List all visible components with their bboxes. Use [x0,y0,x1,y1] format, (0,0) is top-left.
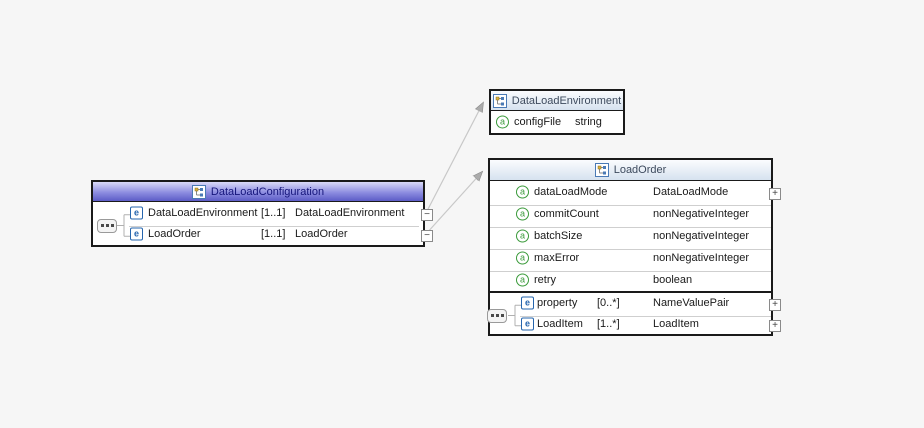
attributes-elements-divider [490,291,771,293]
row-separator [520,315,771,317]
attribute-icon: a [496,115,509,129]
element-icon: e [521,317,534,331]
element-row-load-item[interactable]: e LoadItem [1..*] LoadItem [490,314,771,335]
attribute-icon: a [516,207,529,221]
expand-button-load-item[interactable]: + [769,319,781,332]
box-load-order[interactable]: LoadOrder a dataLoadMode DataLoadMode a … [487,158,781,336]
attribute-type: nonNegativeInteger [653,208,750,220]
collapse-button-load-order[interactable]: − [421,230,433,242]
element-cardinality: [1..1] [261,228,286,241]
element-type: LoadOrder [295,228,348,241]
element-name: property [537,297,578,310]
row-separator [490,227,771,228]
attribute-name: maxError [534,252,580,264]
attribute-name: retry [534,274,556,286]
box-title: DataLoadConfiguration [210,185,325,198]
row-separator [129,225,419,227]
sequence-ooo-icon[interactable] [97,218,117,233]
element-row-data-load-environment[interactable]: e DataLoadEnvironment [1..1] DataLoadEnv… [93,202,423,224]
sequence-ooo-icon[interactable] [487,308,507,323]
attribute-name: commitCount [534,208,599,220]
element-cardinality: [1..*] [597,317,620,330]
attribute-row-batch-size[interactable]: a batchSize nonNegativeInteger [490,225,771,247]
attribute-icon: a [516,273,529,287]
expand-button-data-load-mode[interactable]: + [769,188,781,200]
attribute-type: nonNegativeInteger [653,230,750,242]
attribute-type: nonNegativeInteger [653,252,750,264]
element-type: NameValuePair [653,297,730,310]
element-row-load-order[interactable]: e LoadOrder [1..1] LoadOrder [93,224,423,246]
element-name: LoadOrder [148,228,201,241]
complex-type-icon [191,184,206,199]
attribute-row-retry[interactable]: a retry boolean [490,269,771,291]
element-name: LoadItem [537,317,583,330]
expand-button-property[interactable]: + [769,299,781,311]
row-separator [490,205,771,206]
attribute-name: dataLoadMode [534,186,608,198]
attribute-type: boolean [653,274,693,286]
complex-type-icon [492,93,507,108]
box-header-data-load-environment[interactable]: DataLoadEnvironment [491,91,623,111]
box-data-load-configuration[interactable]: DataLoadConfiguration e DataLoadEnvironm… [91,180,433,247]
attribute-type: string [575,116,602,128]
attribute-row-config-file[interactable]: a configFile string [491,111,623,133]
element-name: DataLoadEnvironment [148,206,258,219]
box-header-data-load-configuration[interactable]: DataLoadConfiguration [93,182,423,202]
element-type: LoadItem [653,317,699,330]
element-row-property[interactable]: e property [0..*] NameValuePair [490,293,771,314]
box-header-load-order[interactable]: LoadOrder [490,160,771,181]
collapse-button-data-load-environment[interactable]: − [421,208,433,221]
element-icon: e [130,227,143,241]
attribute-name: configFile [514,116,562,128]
attribute-row-commit-count[interactable]: a commitCount nonNegativeInteger [490,203,771,225]
attribute-icon: a [516,229,529,243]
row-separator [490,249,771,250]
attribute-icon: a [516,185,529,199]
box-data-load-environment[interactable]: DataLoadEnvironment a configFile string [489,89,625,135]
attribute-row-max-error[interactable]: a maxError nonNegativeInteger [490,247,771,269]
element-type: DataLoadEnvironment [295,206,405,219]
box-title: DataLoadEnvironment [511,94,622,107]
box-title: LoadOrder [613,164,667,176]
attribute-icon: a [516,251,529,265]
attribute-type: DataLoadMode [653,186,729,198]
element-icon: e [521,296,534,310]
attribute-row-data-load-mode[interactable]: a dataLoadMode DataLoadMode [490,181,771,203]
element-icon: e [130,206,143,220]
row-separator [490,271,771,272]
element-cardinality: [0..*] [597,297,620,310]
element-cardinality: [1..1] [261,206,286,219]
complex-type-icon [594,163,609,177]
attribute-name: batchSize [534,230,583,242]
